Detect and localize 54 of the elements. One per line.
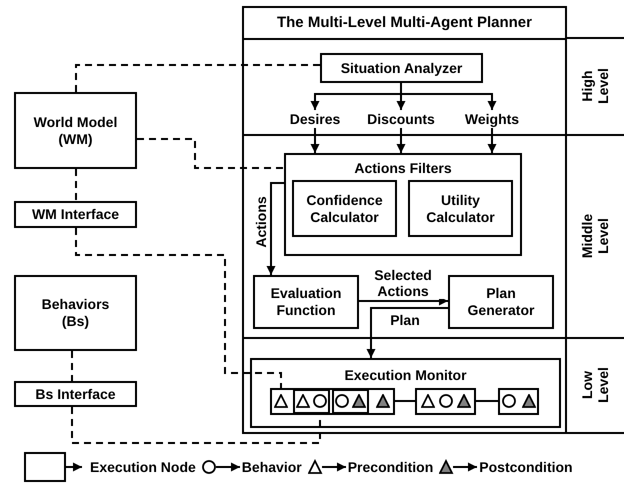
legend-text: Behavior	[242, 458, 302, 476]
box-text: Bs Interface	[34, 386, 117, 402]
arrow	[400, 83, 496, 110]
dashed-connector	[71, 407, 321, 444]
box-text: Utility Calculator	[425, 192, 496, 226]
process-box	[253, 275, 359, 329]
process-box	[14, 381, 137, 407]
execution-node-box	[498, 388, 539, 415]
arrow	[366, 307, 448, 358]
execution-node-box	[293, 389, 330, 414]
level-label: High Level	[579, 67, 611, 106]
arrow	[310, 128, 320, 153]
output-label: Desires	[283, 110, 347, 128]
planner-frame	[242, 6, 567, 434]
dashed-connector	[71, 351, 73, 381]
box-text: Plan Generator	[466, 285, 536, 319]
component-group-box	[250, 358, 561, 428]
process-box	[14, 275, 137, 351]
process-box	[320, 53, 483, 83]
box-text: World Model (WM)	[32, 114, 118, 148]
process-box	[408, 180, 513, 237]
legend-text: Precondition	[348, 458, 434, 476]
arrow	[488, 128, 496, 153]
box-text: Evaluation Function	[270, 285, 342, 319]
box-text: Behaviors (Bs)	[40, 296, 110, 330]
process-box	[292, 180, 397, 237]
dashed-connector	[75, 64, 320, 92]
execution-node-box	[332, 389, 369, 414]
output-label: Discounts	[358, 110, 444, 128]
level-label: Middle Level	[579, 212, 611, 260]
process-box	[14, 201, 137, 228]
group-title: Actions Filters	[354, 160, 452, 176]
process-box	[448, 275, 554, 329]
dashed-connector	[75, 169, 77, 201]
execution-node-box	[270, 388, 395, 415]
box-text: Situation Analyzer	[340, 60, 464, 76]
connector-line	[476, 400, 498, 402]
execution-node-box	[415, 388, 476, 415]
arrow	[396, 128, 406, 153]
arrow	[266, 182, 284, 275]
legend-text: Execution Node	[90, 458, 196, 476]
process-box	[14, 92, 137, 169]
box-text: Confidence Calculator	[305, 192, 384, 226]
connector-line	[395, 400, 415, 402]
component-group-box	[284, 153, 522, 256]
level-label: Low Level	[579, 366, 611, 405]
dashed-connector	[137, 138, 284, 169]
planner-title: The Multi-Level Multi-Agent Planner	[276, 12, 532, 33]
arrow	[359, 296, 448, 306]
dashed-connector	[75, 228, 282, 388]
box-text: WM Interface	[30, 206, 120, 223]
output-label: Weights	[456, 110, 528, 128]
legend-text: Postcondition	[479, 458, 573, 476]
group-title: Execution Monitor	[344, 367, 467, 383]
